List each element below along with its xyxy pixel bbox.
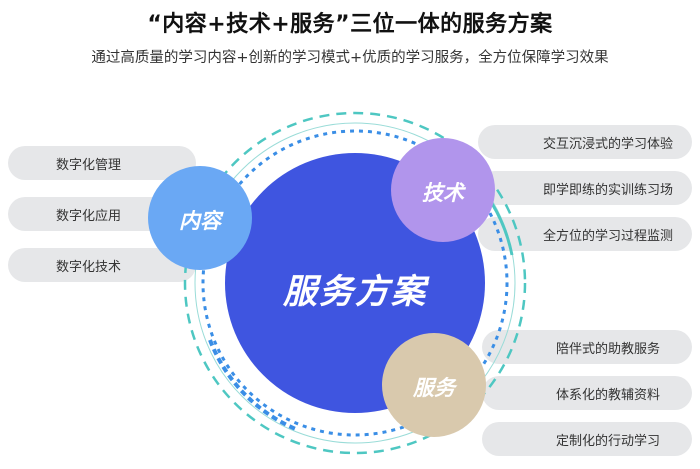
tech-item-1-label: 交互沉浸式的学习体验 <box>542 136 673 152</box>
content-circle <box>148 166 252 270</box>
page-subtitle: 通过高质量的学习内容+创新的学习模式+优质的学习服务，全方位保障学习效果 <box>91 50 609 66</box>
accent-arc-left <box>208 339 299 432</box>
inner-dashed-ring <box>201 129 509 437</box>
tech-item-3-label: 全方位的学习过程监测 <box>542 228 673 244</box>
thin-ring <box>194 122 516 444</box>
outer-rings <box>183 111 527 455</box>
center-circle-label: 服务方案 <box>283 272 427 312</box>
tech-circle-label: 技术 <box>422 181 464 205</box>
service-item-2-label: 体系化的教辅资料 <box>555 387 660 403</box>
tech-item-2: 即学即练的实训练习场 <box>478 171 692 205</box>
content-item-1: 数字化管理 <box>8 146 196 180</box>
service-item-3-label: 定制化的行动学习 <box>555 433 660 449</box>
content-item-2-label: 数字化应用 <box>56 208 122 224</box>
outer-dashed-ring <box>183 111 527 455</box>
tech-circle <box>391 138 495 242</box>
tech-item-1: 交互沉浸式的学习体验 <box>478 125 692 159</box>
page-title: “内容+技术+服务”三位一体的服务方案 <box>147 12 553 37</box>
content-circle-label: 内容 <box>179 209 221 233</box>
service-circle-label: 服务 <box>413 376 455 400</box>
service-item-2: 体系化的教辅资料 <box>482 376 692 410</box>
content-item-1-label: 数字化管理 <box>56 157 122 173</box>
tech-item-2-label: 即学即练的实训练习场 <box>542 182 673 198</box>
service-item-1-label: 陪伴式的助教服务 <box>555 341 660 357</box>
content-item-3-label: 数字化技术 <box>56 259 122 275</box>
service-item-3: 定制化的行动学习 <box>482 422 692 456</box>
service-circle <box>382 333 486 437</box>
